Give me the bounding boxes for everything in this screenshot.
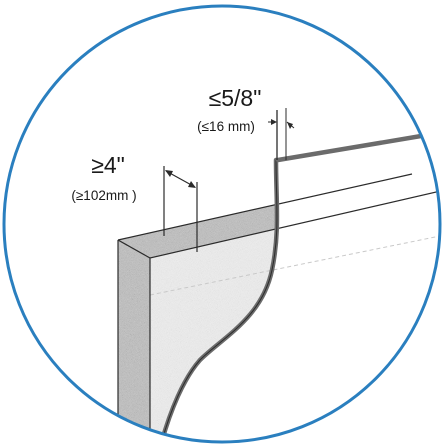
flashing-membrane-outline <box>159 159 278 442</box>
flashing-curl-area <box>160 140 440 442</box>
sheathing-plane-line <box>149 234 440 296</box>
gap-label-primary: ≤5/8" <box>209 85 262 111</box>
height-arrow-right <box>188 181 196 188</box>
gap-arrow-right <box>287 122 293 129</box>
cement-board-outline <box>117 173 440 442</box>
cement-board-side-texture <box>118 240 150 442</box>
height-label-secondary: (≥102mm ) <box>71 188 136 203</box>
gap-label-secondary: (≤16 mm) <box>197 119 255 134</box>
height-label-primary: ≥4" <box>91 152 125 178</box>
flashing-horizontal-leg <box>275 129 440 163</box>
gap-arrow-left <box>271 119 277 125</box>
height-arrow-left <box>165 170 173 177</box>
callout-ring <box>2 4 442 444</box>
